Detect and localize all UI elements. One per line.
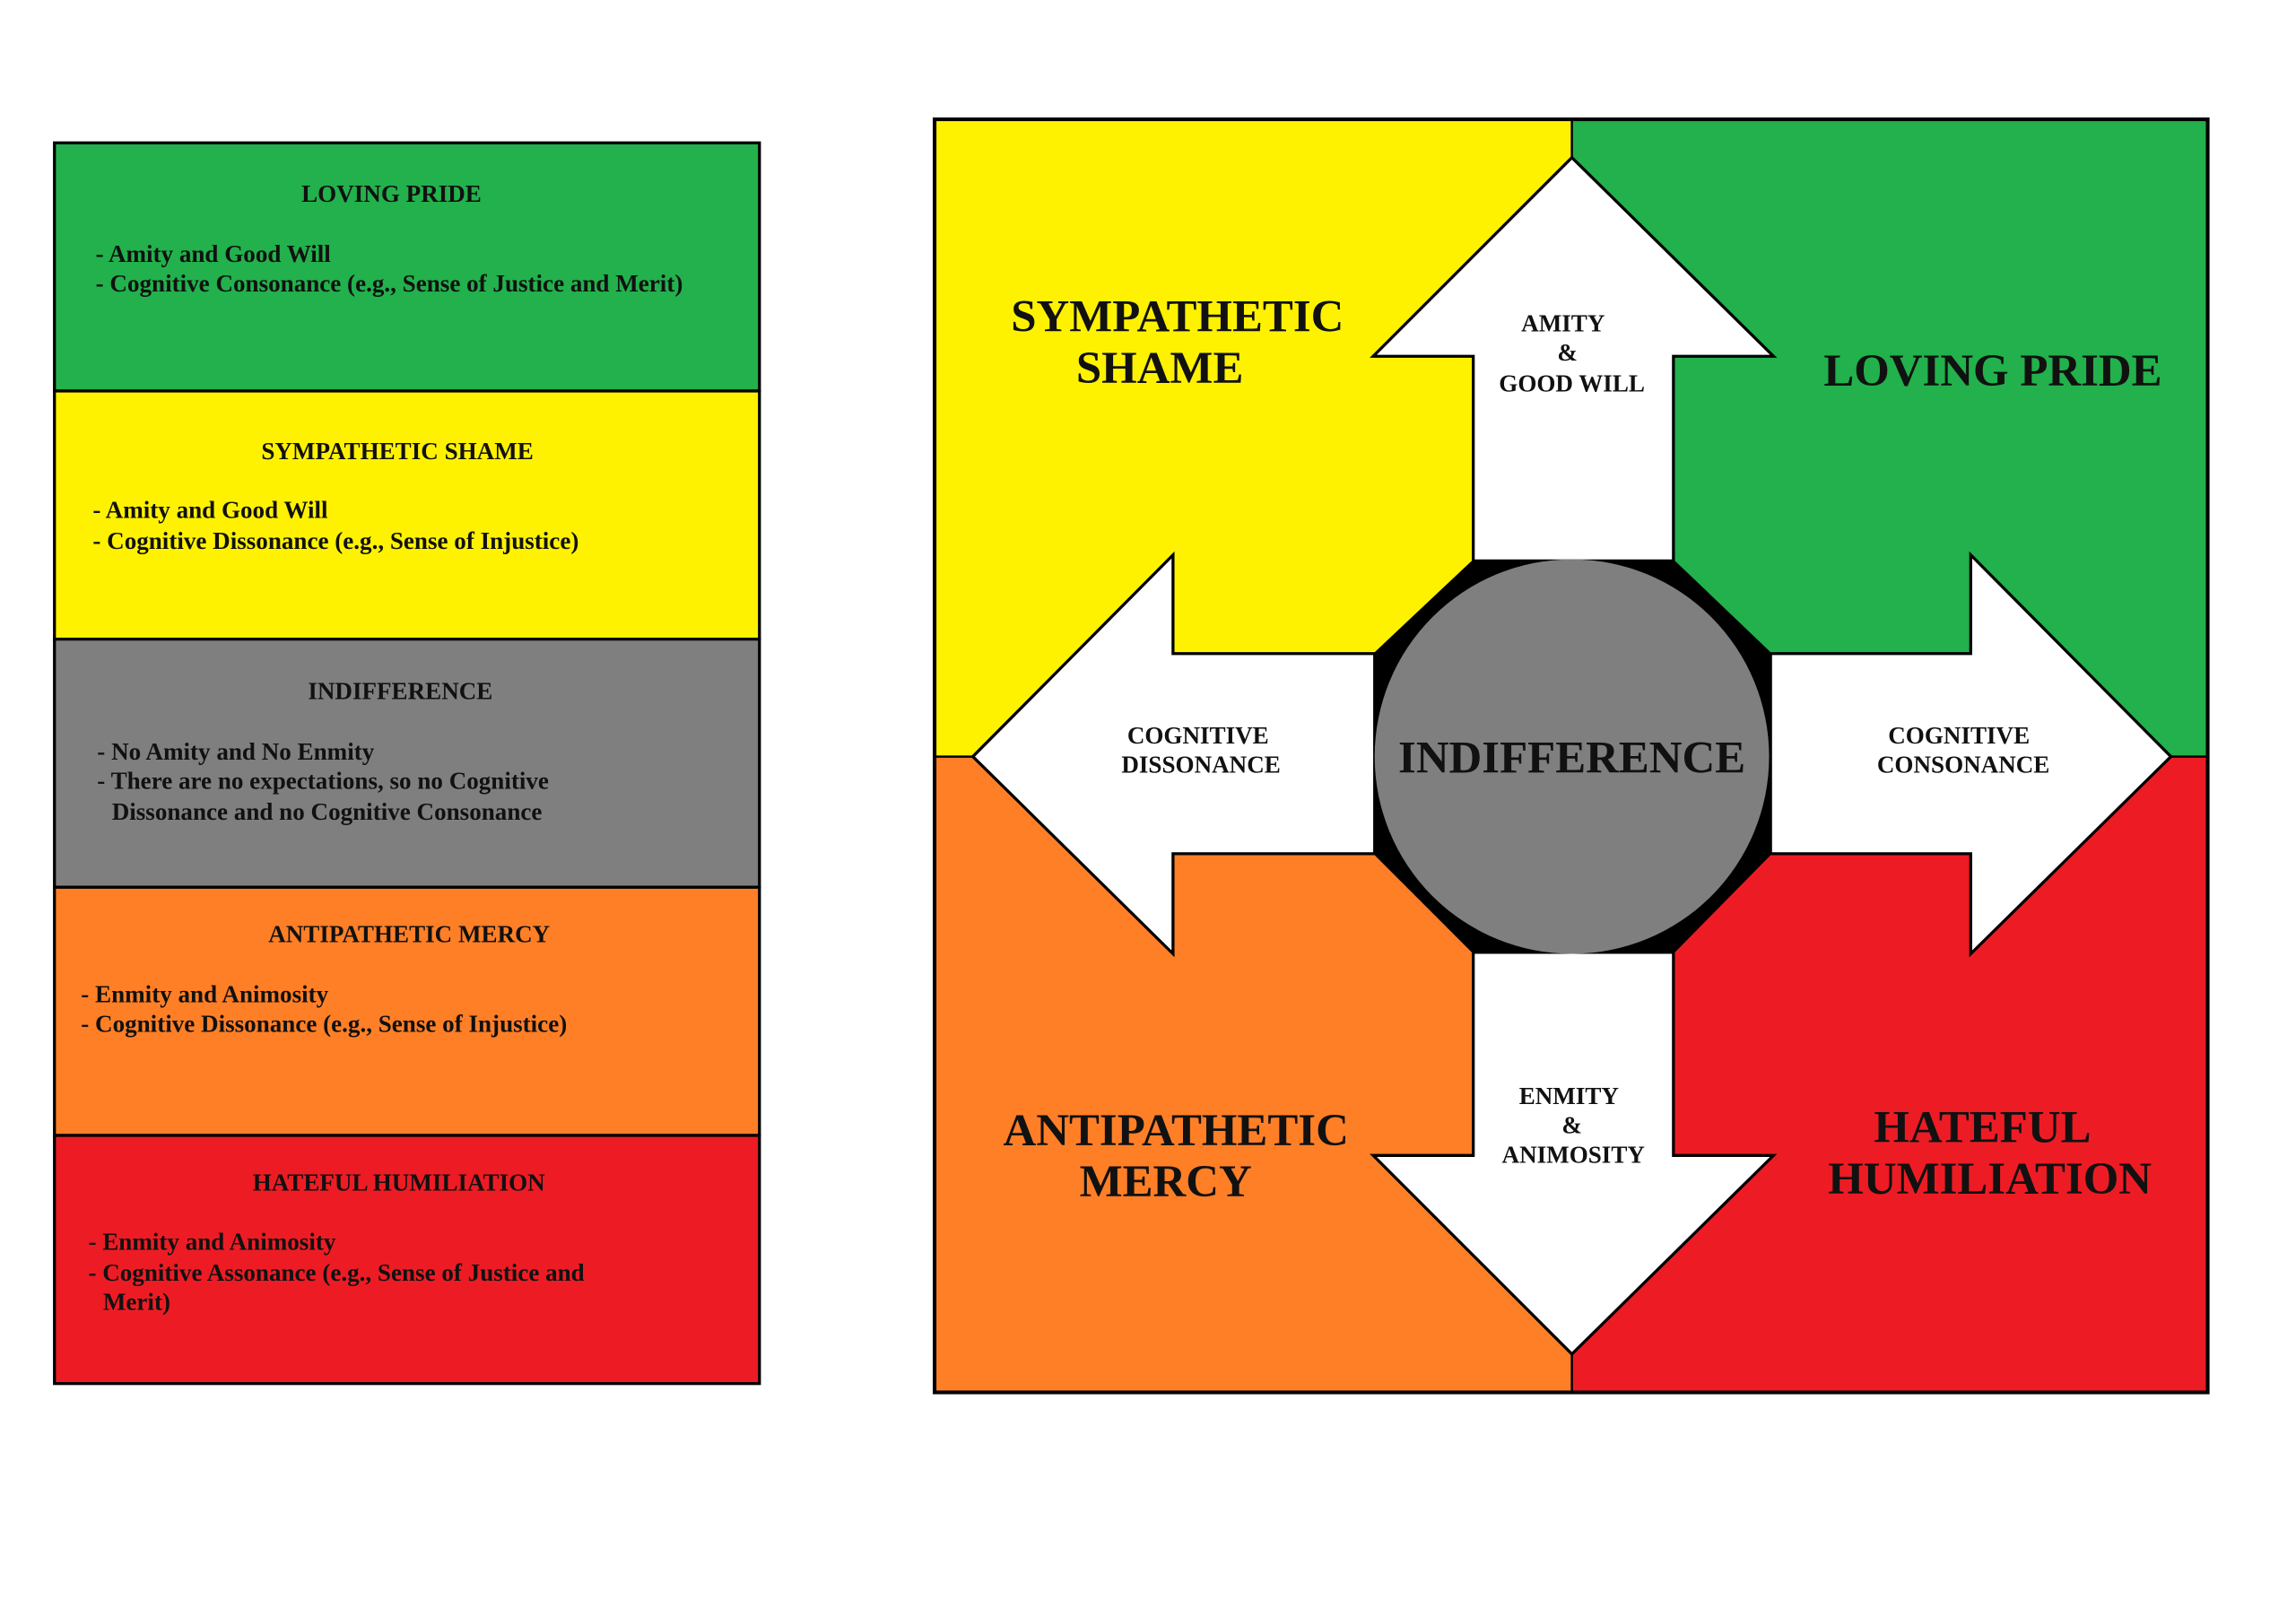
arrow-label: AMITY bbox=[1521, 309, 1605, 336]
arrow-label: GOOD WILL bbox=[1499, 370, 1645, 397]
legend-line: - Amity and Good Will bbox=[92, 497, 328, 524]
legend-line: - Enmity and Animosity bbox=[88, 1228, 335, 1255]
legend-title: INDIFFERENCE bbox=[308, 678, 492, 705]
arrow-label: CONSONANCE bbox=[1877, 752, 2049, 778]
arrow-label: & bbox=[1557, 339, 1578, 366]
quadrant-label: SHAME bbox=[1076, 343, 1244, 394]
quadrant-label: MERCY bbox=[1080, 1157, 1252, 1207]
arrow-label: ENMITY bbox=[1519, 1083, 1620, 1109]
legend-line: - Enmity and Animosity bbox=[81, 981, 328, 1008]
legend-title: LOVING PRIDE bbox=[301, 180, 482, 207]
legend-line: - Cognitive Assonance (e.g., Sense of Ju… bbox=[88, 1259, 584, 1286]
diagram-border bbox=[933, 117, 2210, 1395]
legend-title: ANTIPATHETIC MERCY bbox=[268, 920, 550, 947]
legend-title: HATEFUL HUMILIATION bbox=[253, 1170, 545, 1196]
legend-line: - Amity and Good Will bbox=[96, 240, 332, 267]
legend-panel: LOVING PRIDE - Amity and Good Will - Cog… bbox=[53, 141, 761, 1386]
quadrant-label: SYMPATHETIC bbox=[1011, 291, 1344, 342]
emotion-diagram: INDIFFERENCE SYMPATHETIC SHAME LOVING PR… bbox=[933, 117, 2210, 1395]
arrow-label: COGNITIVE bbox=[1127, 722, 1269, 749]
quadrant-label: HATEFUL bbox=[1874, 1103, 2091, 1153]
legend-indifference bbox=[53, 637, 761, 889]
legend-line: Dissonance and no Cognitive Consonance bbox=[112, 798, 543, 825]
legend-line: - There are no expectations, so no Cogni… bbox=[97, 768, 549, 795]
legend-line: - Cognitive Dissonance (e.g., Sense of I… bbox=[81, 1010, 567, 1037]
arrow-label: ANIMOSITY bbox=[1502, 1142, 1646, 1169]
legend-title: SYMPATHETIC SHAME bbox=[261, 438, 533, 465]
center-circle bbox=[1374, 559, 1770, 954]
quadrant-label: ANTIPATHETIC bbox=[1004, 1106, 1349, 1156]
legend-line: - Cognitive Consonance (e.g., Sense of J… bbox=[96, 270, 683, 297]
arrow-label: COGNITIVE bbox=[1888, 722, 2030, 749]
legend-sympathetic-shame bbox=[53, 389, 761, 641]
legend-hateful-humiliation bbox=[53, 1134, 761, 1386]
legend-antipathetic-mercy bbox=[53, 885, 761, 1137]
arrow-label: & bbox=[1561, 1112, 1582, 1139]
legend-loving-pride bbox=[53, 141, 761, 393]
arrow-label: DISSONANCE bbox=[1121, 752, 1280, 778]
quadrant-label: LOVING PRIDE bbox=[1823, 346, 2161, 396]
center-label: INDIFFERENCE bbox=[1398, 734, 1745, 784]
quadrant-label: HUMILIATION bbox=[1828, 1154, 2152, 1204]
legend-line: - No Amity and No Enmity bbox=[97, 738, 374, 765]
legend-line: Merit) bbox=[103, 1289, 170, 1316]
legend-line: - Cognitive Dissonance (e.g., Sense of I… bbox=[92, 527, 578, 554]
